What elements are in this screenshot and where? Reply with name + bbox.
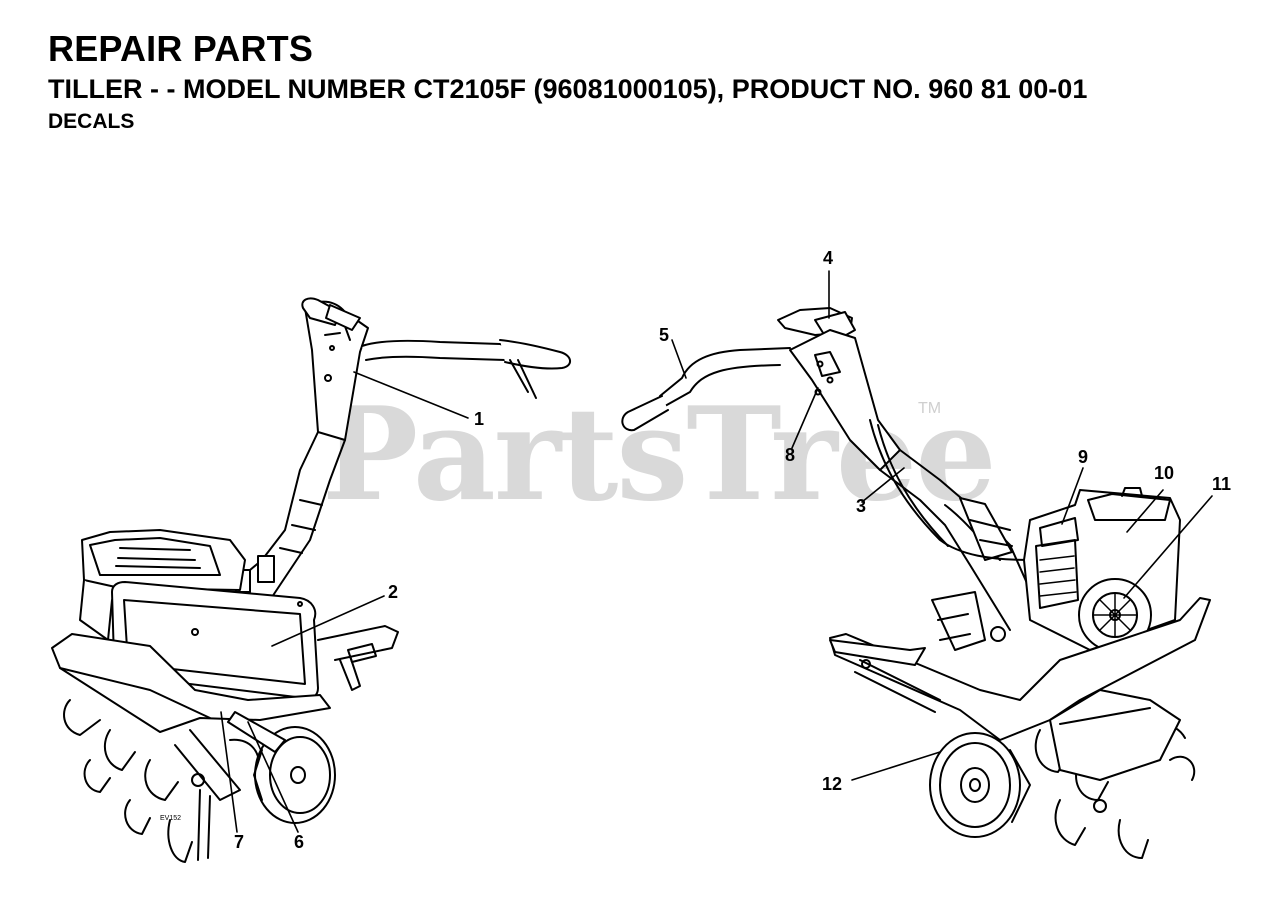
callout-11: 11 — [1212, 474, 1232, 494]
callout-6: 6 — [294, 832, 305, 852]
right-tiller-drawing — [621, 307, 1211, 859]
callout-5: 5 — [659, 325, 670, 345]
callout-1: 1 — [474, 409, 485, 429]
callout-7: 7 — [234, 832, 245, 852]
diagram-code: EV152 — [160, 815, 181, 822]
callout-leaders — [220, 270, 1213, 833]
callout-4: 4 — [823, 248, 834, 268]
page-title: REPAIR PARTS — [48, 28, 314, 69]
callout-10: 10 — [1154, 463, 1175, 483]
callout-2: 2 — [388, 582, 399, 602]
callout-9: 9 — [1078, 447, 1089, 467]
trademark-mark: TM — [918, 400, 942, 417]
callout-12: 12 — [822, 774, 843, 794]
callout-8: 8 — [785, 445, 796, 465]
left-tiller-drawing — [51, 297, 571, 863]
model-subtitle: TILLER - - MODEL NUMBER CT2105F (9608100… — [48, 74, 1088, 104]
section-label: DECALS — [48, 110, 135, 133]
callout-3: 3 — [856, 496, 867, 516]
